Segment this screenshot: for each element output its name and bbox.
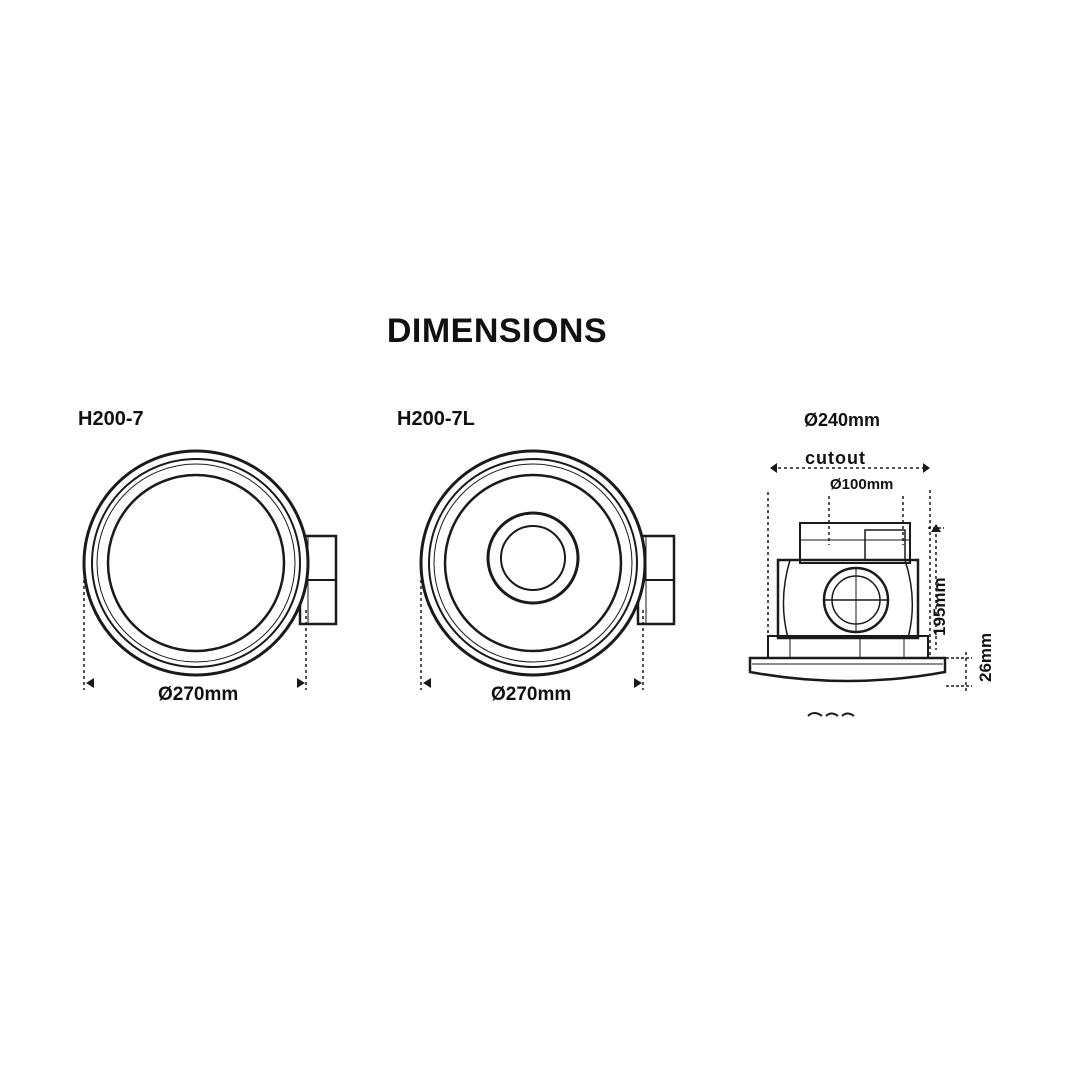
page-title: DIMENSIONS — [386, 312, 608, 350]
model-label-h200-7l: H200-7L — [397, 408, 475, 430]
h200-7-top-view — [82, 449, 338, 690]
outer-diameter-label: Ø240mm — [804, 410, 881, 430]
side-view — [748, 463, 972, 717]
diameter-label-h200-7: Ø270mm — [158, 684, 239, 705]
h200-7l-top-view — [419, 449, 676, 690]
diameter-label-h200-7l: Ø270mm — [491, 684, 572, 705]
cutout-label: cutout — [805, 448, 866, 468]
model-label-h200-7: H200-7 — [78, 408, 144, 430]
duct-diameter-label: Ø100mm — [830, 476, 894, 493]
